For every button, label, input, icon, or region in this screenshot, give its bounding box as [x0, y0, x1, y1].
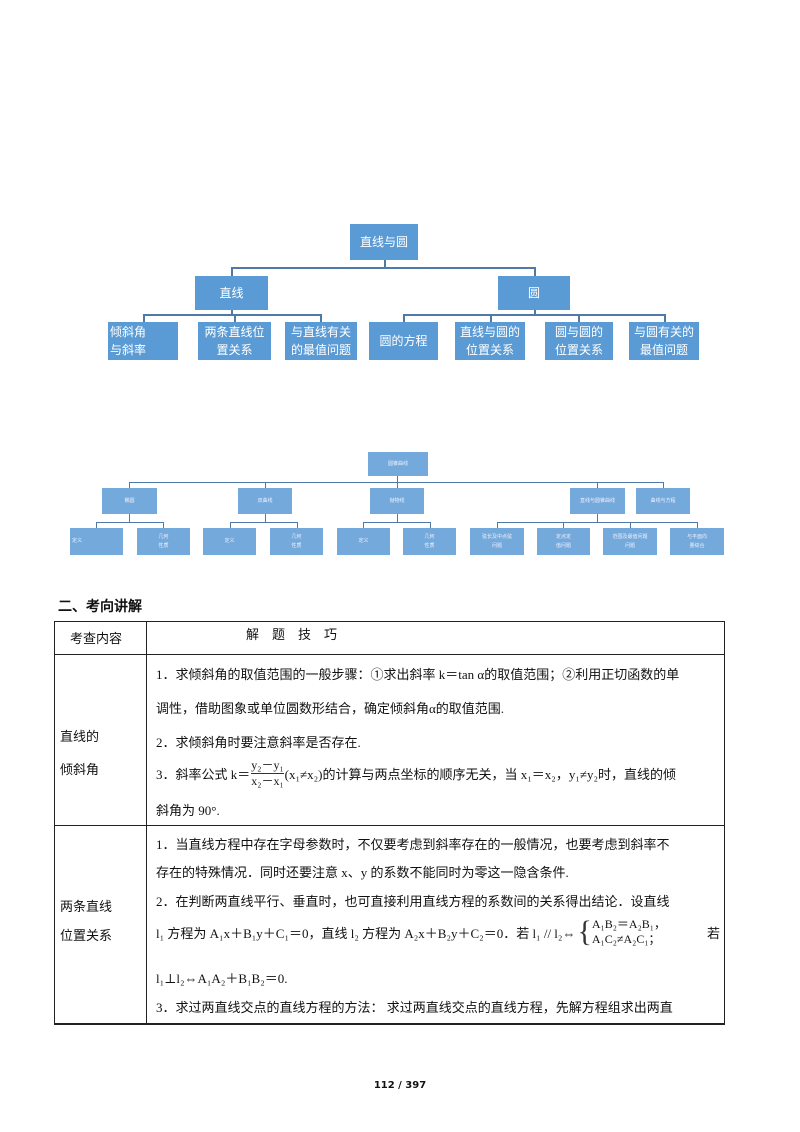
node-leaf: 弦长及中点弦问题: [470, 528, 524, 555]
node-leaf: 定点定值问题: [537, 528, 590, 555]
node-hyperbola: 双曲线: [238, 488, 292, 514]
node-line: 直线: [195, 276, 268, 310]
fraction-denominator: x₂－x₁: [251, 772, 284, 788]
node-leaf: 几何性质: [403, 528, 456, 555]
row2-line: 3．求过两直线交点的直线方程的方法： 求过两直线交点的直线方程，先解方程组求出两…: [156, 1000, 673, 1015]
brace: {: [577, 915, 592, 948]
row1-line: 1．求倾斜角的取值范围的一般步骤：①求出斜率 k＝tan α的取值范围；②利用正…: [156, 667, 680, 682]
header-tips: 解 题 技 巧: [246, 628, 338, 643]
node-circle-equation: 圆的方程: [369, 322, 438, 360]
node-inclination: 倾斜角与斜率: [108, 322, 178, 360]
row2-line: l₁⊥l₂⇔A₁A₂＋B₁B₂＝0.: [156, 971, 288, 986]
row1-line: 2．求倾斜角时要注意斜率是否存在.: [156, 735, 361, 750]
node-conic-root: 圆锥曲线: [368, 452, 428, 476]
node-leaf: 定义: [337, 528, 390, 555]
row1-topic: 倾斜角: [60, 763, 100, 778]
system-line: A₁C₂≠A₂C₁；: [591, 932, 661, 946]
row1-topic: 直线的: [60, 730, 100, 745]
node-leaf: 与平面向量综合: [670, 528, 724, 555]
page-number: 112 / 397: [373, 1080, 427, 1091]
row2-parallel-line: l₁ 方程为 A₁x＋B₁y＋C₁＝0，直线 l₂ 方程为 A₂x＋B₂y＋C₂…: [156, 915, 720, 949]
slope-fraction: y₂－y₁ x₂－x₁: [251, 757, 284, 789]
system-line: A₁B₂＝A₂B₁，: [591, 917, 666, 931]
row2-topic: 位置关系: [60, 929, 113, 944]
node-two-lines: 两条直线位置关系: [198, 322, 271, 360]
node-leaf: 几何性质: [137, 528, 190, 555]
node-circle-circle: 圆与圆的位置关系: [545, 322, 613, 360]
section-title: 二、考向讲解: [58, 599, 142, 615]
node-line-extremum: 与直线有关的最值问题: [285, 322, 357, 360]
row2-line: 若: [706, 925, 720, 941]
node-ellipse: 椭圆: [102, 488, 157, 514]
node-circle-extremum: 与圆有关的最值问题: [629, 322, 699, 360]
node-line-circle: 直线与圆的位置关系: [455, 322, 525, 360]
node-circle: 圆: [498, 276, 570, 310]
node-leaf: 几何性质: [270, 528, 323, 555]
row2-line: l₁ 方程为 A₁x＋B₁y＋C₁＝0，直线 l₂ 方程为 A₂x＋B₂y＋C₂…: [156, 925, 576, 941]
node-parabola: 抛物线: [370, 488, 424, 514]
condition-system: { A₁B₂＝A₂B₁， A₁C₂≠A₂C₁；: [577, 917, 665, 947]
row1-line: 斜角为 90°.: [156, 803, 220, 818]
row2-line: 1．当直线方程中存在字母参数时，不仅要考虑到斜率存在的一般情况，也要考虑到斜率不: [156, 837, 670, 852]
row2-line: 存在的特殊情况．同时还要注意 x、y 的系数不能同时为零这一隐含条件.: [156, 865, 569, 880]
row1-line: 3．斜率公式 k＝: [156, 766, 251, 782]
node-leaf: 定义: [203, 528, 256, 555]
fraction-numerator: y₂－y₁: [251, 757, 284, 772]
node-root: 直线与圆: [350, 224, 418, 260]
row1-line: (x₁≠x₂)的计算与两点坐标的顺序无关，当 x₁＝x₂，y₁≠y₂时，直线的倾: [284, 766, 677, 782]
node-leaf: 范围及最值问题问题: [603, 528, 657, 555]
row1-slope-line: 3．斜率公式 k＝ y₂－y₁ x₂－x₁ (x₁≠x₂)的计算与两点坐标的顺序…: [156, 754, 676, 792]
header-topic: 考查内容: [70, 632, 123, 647]
row1-line: 调性，借助图象或单位圆数形结合，确定倾斜角α的取值范围.: [156, 701, 505, 716]
row2-topic: 两条直线: [60, 900, 113, 915]
node-leaf: 定义: [70, 528, 123, 555]
row2-line: 2．在判断两直线平行、垂直时，也可直接利用直线方程的系数间的关系得出结论．设直线: [156, 894, 670, 909]
node-curve-equation: 曲线与方程: [636, 488, 690, 514]
node-line-conic: 直线与圆锥曲线: [570, 488, 625, 514]
